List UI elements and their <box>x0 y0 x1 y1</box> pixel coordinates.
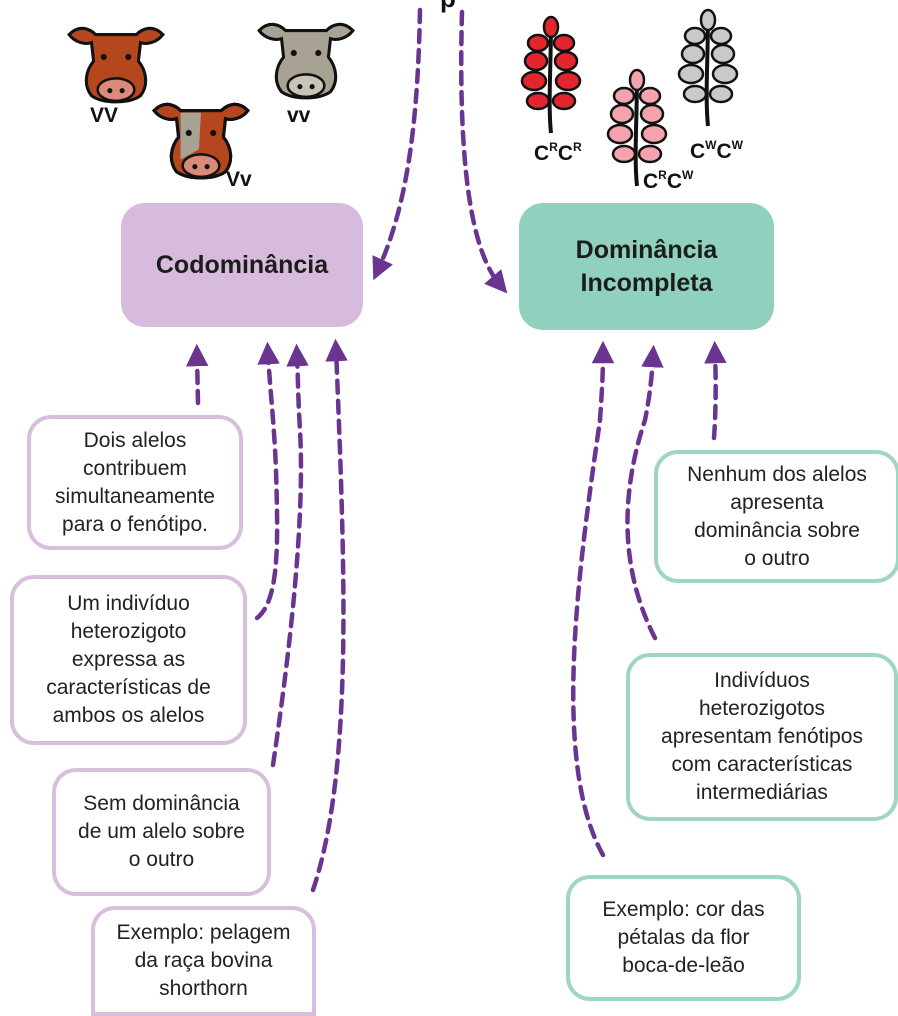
codominance-trait-box: Um indivíduo heterozigoto expressa as ca… <box>10 575 247 745</box>
codominance-trait-box: Dois alelos contribuem simultaneamente p… <box>27 415 243 550</box>
genotype-label: vv <box>287 104 311 127</box>
incomplete-dominance-example-box: Exemplo: cor das pétalas da flor boca-de… <box>566 875 801 1001</box>
genotype-label: VV <box>90 104 119 127</box>
cow-icon <box>152 102 250 180</box>
trait-text: Dois alelos contribuem simultaneamente p… <box>55 428 215 536</box>
arrow-title-to-codominance <box>372 7 423 281</box>
genotype-label: CRCR <box>534 140 582 165</box>
trait-text: Nenhum dos alelos apresenta dominância s… <box>687 462 867 570</box>
genotype-label: CWCW <box>690 138 743 163</box>
arrow-codo-1 <box>185 343 209 406</box>
arrow-codo-4 <box>310 338 348 893</box>
arrow-codo-3 <box>270 343 309 768</box>
trait-text: Exemplo: cor das pétalas da flor boca-de… <box>602 898 765 977</box>
arrow-codo-2 <box>254 341 280 621</box>
arrow-inc-3 <box>704 340 727 441</box>
trait-text: Um indivíduo heterozigoto expressa as ca… <box>46 592 211 727</box>
codominance-example-box: Exemplo: pelagem da raça bovina shorthor… <box>91 906 316 1016</box>
trait-text: Indivíduos heterozigotos apresentam fenó… <box>661 669 863 804</box>
arrow-inc-2 <box>625 344 664 641</box>
snapdragon-icon <box>606 68 668 187</box>
arrow-title-to-incomplete <box>459 9 508 294</box>
codominance-hub: Codominância <box>121 203 363 327</box>
incomplete-dominance-trait-box: Indivíduos heterozigotos apresentam fenó… <box>626 653 898 821</box>
cow-icon <box>257 22 355 100</box>
cow-icon <box>67 26 165 104</box>
trait-text: Exemplo: pelagem da raça bovina shorthor… <box>116 921 291 1000</box>
snapdragon-icon <box>677 8 739 127</box>
snapdragon-icon <box>520 15 582 134</box>
arrow-inc-1 <box>571 340 615 858</box>
genotype-label: CRCW <box>643 168 694 193</box>
codominance-trait-box: Sem dominância de um alelo sobre o outro <box>52 768 271 896</box>
trait-text: Sem dominância de um alelo sobre o outro <box>78 792 245 871</box>
codominance-title: Codominância <box>155 250 329 279</box>
incomplete-dominance-hub: Dominância Incompleta <box>519 203 774 330</box>
incomplete-dominance-title: Dominância Incompleta <box>575 235 718 297</box>
incomplete-dominance-trait-box: Nenhum dos alelos apresenta dominância s… <box>654 450 898 583</box>
genotype-label: Vv <box>226 168 252 191</box>
title-fragment: p <box>440 0 456 14</box>
